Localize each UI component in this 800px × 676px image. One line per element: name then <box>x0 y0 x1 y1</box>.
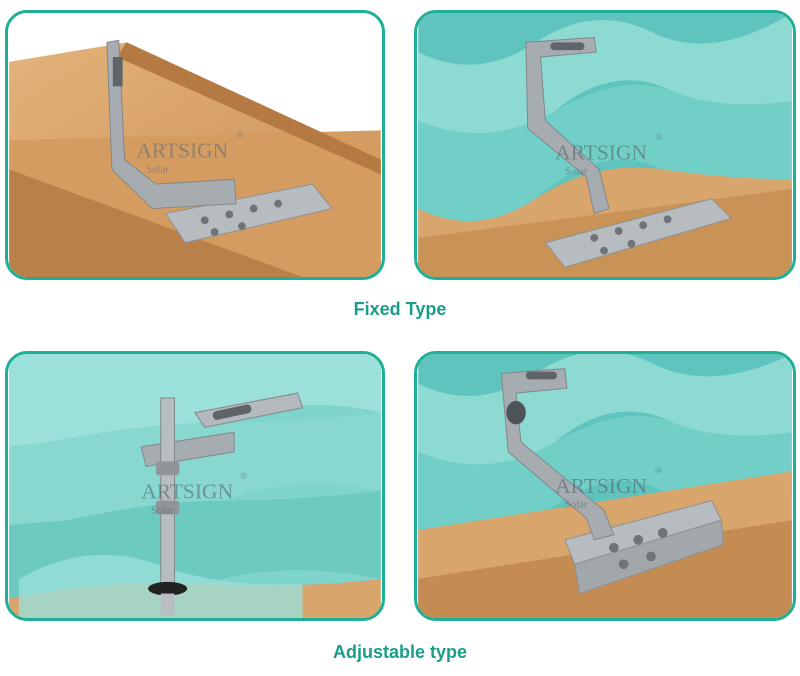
adjustable-hook-illustration: ARTSIGN Solar ® <box>418 354 792 618</box>
watermark-reg: ® <box>240 471 248 482</box>
watermark-sub: Solar <box>565 165 588 177</box>
panel-fixed-tile: ARTSIGN Solar ® <box>414 10 796 280</box>
panel-fixed-beam: ARTSIGN Solar ® <box>5 10 385 280</box>
watermark-brand: ARTSIGN <box>141 480 233 504</box>
watermark-brand: ARTSIGN <box>555 141 647 165</box>
caption-fixed-type: Fixed Type <box>353 299 447 319</box>
watermark-sub: Solar <box>565 499 588 511</box>
watermark-reg: ® <box>655 465 663 476</box>
watermark-reg: ® <box>655 132 663 143</box>
watermark: ARTSIGN Solar ® <box>555 132 663 177</box>
watermark-reg: ® <box>236 130 244 141</box>
watermark: ARTSIGN Solar ® <box>141 471 248 516</box>
fixed-hook-tile-illustration: ARTSIGN Solar ® <box>418 13 792 277</box>
watermark-sub: Solar <box>151 504 174 516</box>
fixed-hook-beam-illustration: ARTSIGN Solar ® <box>9 13 381 277</box>
adjustable-stud-illustration: ARTSIGN Solar ® <box>9 354 381 618</box>
panel-adjustable-hook: ARTSIGN Solar ® <box>414 351 796 621</box>
panel-adjustable-stud: ARTSIGN Solar ® <box>5 351 385 621</box>
watermark: ARTSIGN Solar ® <box>136 130 244 175</box>
watermark: ARTSIGN Solar ® <box>555 465 663 510</box>
caption-adjustable-type: Adjustable type <box>332 642 468 662</box>
watermark-brand: ARTSIGN <box>555 474 647 498</box>
watermark-brand: ARTSIGN <box>136 139 228 163</box>
watermark-sub: Solar <box>146 163 169 175</box>
